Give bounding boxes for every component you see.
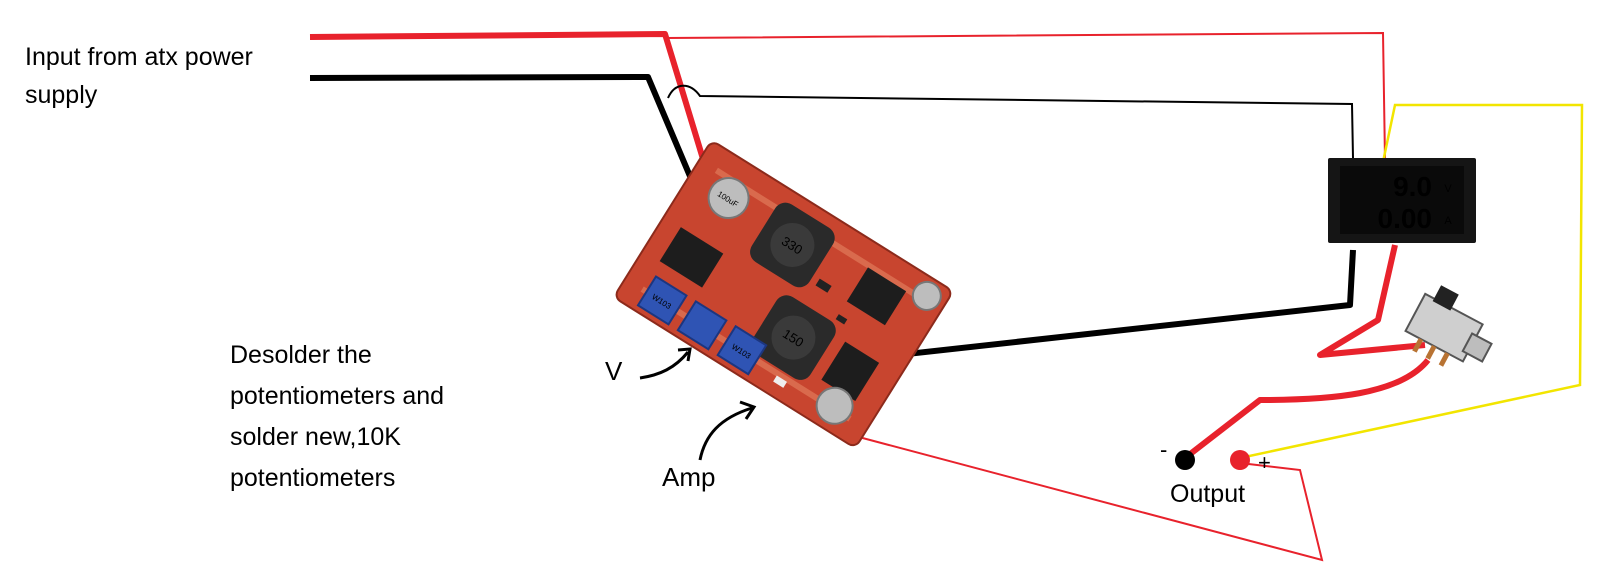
v-label: V — [605, 356, 623, 386]
output-label: Output — [1170, 480, 1245, 508]
instruction-line4: potentiometers — [230, 464, 395, 492]
potentiometer-2 — [676, 299, 728, 351]
thin-red-board-to-output — [839, 431, 1324, 562]
current-reading: 0.00 — [1378, 203, 1433, 234]
capacitor — [911, 280, 942, 311]
red-wire-to-meter — [664, 31, 1386, 161]
volt-amp-meter: 9.0 V 0.00 A — [1328, 158, 1476, 243]
output-minus-terminal — [1175, 450, 1195, 470]
voltage-reading: 9.0 — [1393, 171, 1432, 202]
amp-arrow-icon — [698, 406, 753, 461]
potentiometer-1 — [636, 275, 688, 326]
ic-chip — [659, 227, 724, 288]
instruction-line3: solder new,10K — [230, 423, 401, 451]
amp-label: Amp — [662, 462, 715, 492]
ic-chip — [821, 341, 880, 401]
voltage-unit: V — [1444, 183, 1452, 195]
potentiometer-3 — [716, 324, 768, 376]
output-plus-terminal — [1230, 450, 1250, 470]
plus-sign: + — [1258, 450, 1271, 475]
minus-sign: - — [1160, 437, 1167, 462]
wires — [309, 31, 1584, 562]
input-label-line1: Input from atx power — [25, 43, 253, 71]
meter-red-to-switch — [1317, 244, 1426, 358]
input-black-wire — [309, 74, 706, 209]
switch-actuator — [1432, 285, 1459, 311]
current-unit: A — [1444, 215, 1452, 227]
yellow-wire — [1239, 103, 1584, 460]
instruction-line2: potentiometers and — [230, 382, 444, 410]
input-red-wire — [309, 31, 713, 183]
instruction-line1: Desolder the — [230, 341, 372, 369]
capacitor — [815, 386, 854, 425]
switch-red-to-output — [1183, 358, 1431, 461]
v-arrow-icon — [639, 351, 690, 380]
slide-switch — [1404, 285, 1493, 367]
ic-chip — [846, 267, 907, 326]
input-label-line2: supply — [25, 81, 98, 109]
black-wire-to-meter — [667, 84, 1354, 159]
pcb-module: 330 150 100uF W103 W103 — [615, 142, 952, 447]
output-black-wire — [879, 249, 1356, 360]
meter-screen — [1340, 166, 1464, 234]
capacitor — [707, 177, 750, 220]
